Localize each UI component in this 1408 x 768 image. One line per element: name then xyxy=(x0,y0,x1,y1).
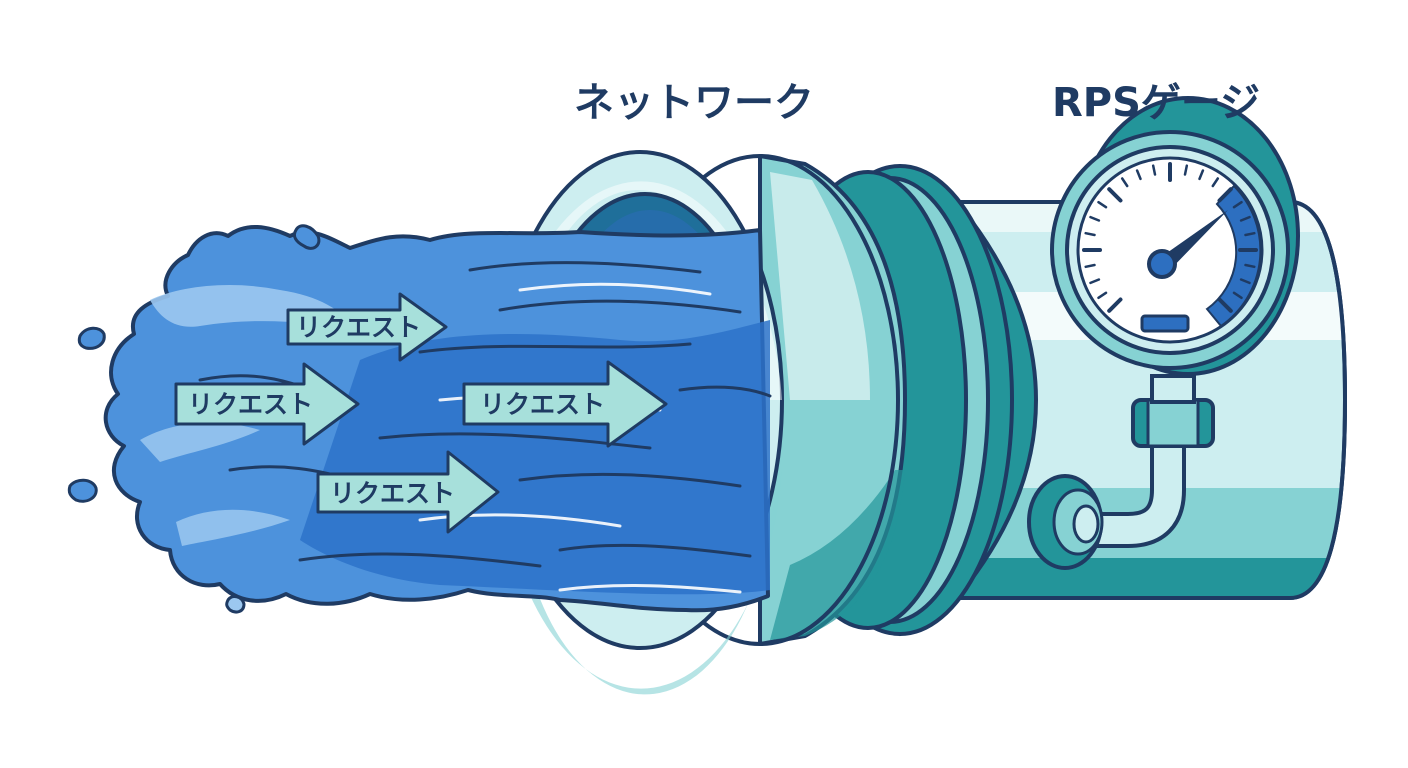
request-arrow: リクエスト xyxy=(316,450,500,534)
request-arrow: リクエスト xyxy=(286,292,448,362)
pipe-coupling-front xyxy=(620,154,907,646)
water-droplet xyxy=(67,478,98,503)
gauge-ticks xyxy=(1082,162,1258,313)
gauge-tick xyxy=(1107,297,1123,313)
request-arrows: リクエスト リクエスト リクエスト リクエスト xyxy=(174,292,668,534)
rps-gauge xyxy=(1050,96,1300,376)
gauge-tick xyxy=(1217,297,1233,313)
gauge-display xyxy=(1140,314,1190,333)
gauge-tick xyxy=(1089,215,1101,222)
request-arrow-label: リクエスト xyxy=(296,313,421,342)
gauge-tick xyxy=(1089,278,1101,285)
gauge-tick xyxy=(1107,187,1123,203)
gauge-tick xyxy=(1211,177,1220,188)
gauge-tick xyxy=(1183,164,1189,176)
water-flow xyxy=(67,224,772,614)
request-arrow-label: リクエスト xyxy=(480,390,605,419)
gauge-tick xyxy=(1084,263,1096,269)
gauge-tick xyxy=(1135,169,1142,181)
request-arrow: リクエスト xyxy=(174,362,360,446)
water-droplet xyxy=(225,595,246,614)
request-arrow-label: リクエスト xyxy=(188,390,313,419)
gauge-tick xyxy=(1097,200,1108,209)
water-droplet xyxy=(292,224,321,250)
request-arrow: リクエスト xyxy=(462,360,668,448)
gauge-tick xyxy=(1084,231,1096,237)
gauge-hub xyxy=(1147,249,1177,279)
gauge-tick xyxy=(1239,278,1251,285)
gauge-tick xyxy=(1151,164,1157,176)
gauge-tick xyxy=(1198,169,1205,181)
gauge-tick xyxy=(1097,291,1108,300)
request-arrow-label: リクエスト xyxy=(330,479,455,508)
gauge-fitting xyxy=(1027,374,1215,570)
gauge-tick xyxy=(1232,291,1243,300)
gauge-tick xyxy=(1217,187,1233,203)
water-droplet xyxy=(77,326,106,350)
rps-gauge-label: RPSゲージ xyxy=(1052,80,1260,126)
network-label: ネットワーク xyxy=(574,80,814,126)
gauge-tick xyxy=(1239,215,1251,222)
gauge-tick xyxy=(1244,263,1256,269)
gauge-tick xyxy=(1120,177,1129,188)
gauge-tick xyxy=(1244,231,1256,237)
gauge-tick xyxy=(1232,200,1243,209)
